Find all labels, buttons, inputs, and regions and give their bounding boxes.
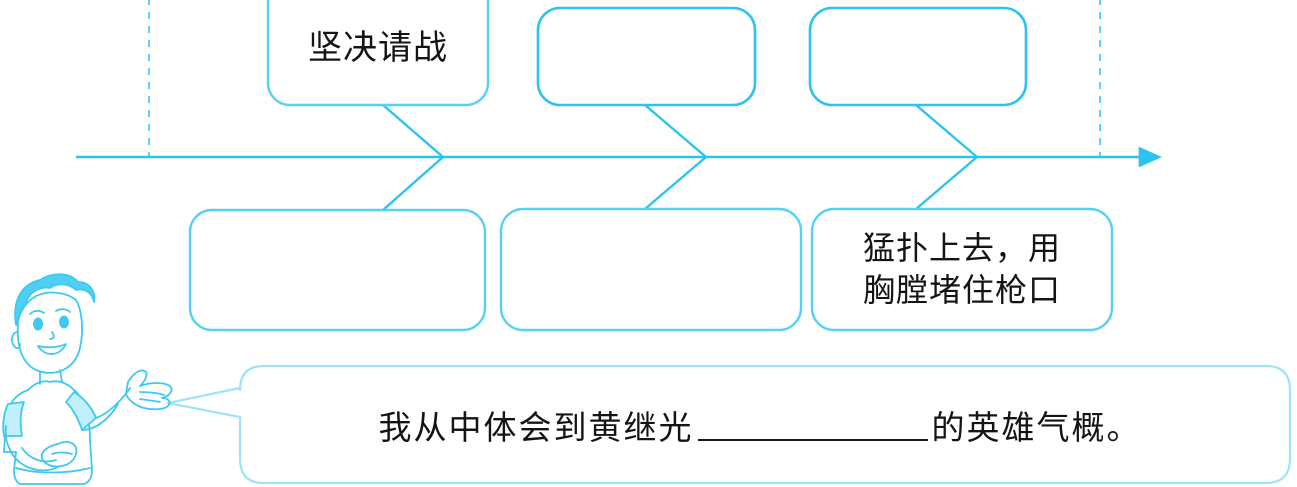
sentence-part-1: 我从中体会到黄继光 (378, 411, 694, 447)
node-box-bottom-1-label (190, 210, 485, 330)
node-box-top-2[interactable] (536, 6, 757, 107)
node-box-bottom-2[interactable] (499, 207, 803, 332)
node-box-top-2-label (538, 8, 755, 105)
speech-bubble-sentence: 我从中体会到黄继光 的英雄气概。 (250, 392, 1270, 458)
node-box-top-1[interactable] (266, 0, 490, 107)
chevron-connector-3 (915, 104, 979, 210)
chevron-connector-1 (382, 104, 445, 211)
node-box-bottom-3-label: 猛扑上去，用 胸膛堵住枪口 (862, 229, 1061, 308)
fill-in-blank[interactable] (697, 409, 928, 441)
node-box-top-3-label (810, 8, 1026, 105)
chevron-connector-2 (644, 104, 708, 210)
speech-bubble-shape[interactable] (166, 364, 1292, 485)
node-box-top-3[interactable] (808, 6, 1028, 107)
node-box-top-1-label: 坚决请战 (308, 29, 448, 67)
boy-character-illustration (2, 273, 173, 485)
node-box-bottom-1[interactable] (188, 208, 487, 332)
node-box-bottom-3[interactable] (810, 207, 1114, 332)
node-box-bottom-2-label (501, 209, 801, 330)
sentence-part-2: 的英雄气概。 (931, 411, 1142, 447)
